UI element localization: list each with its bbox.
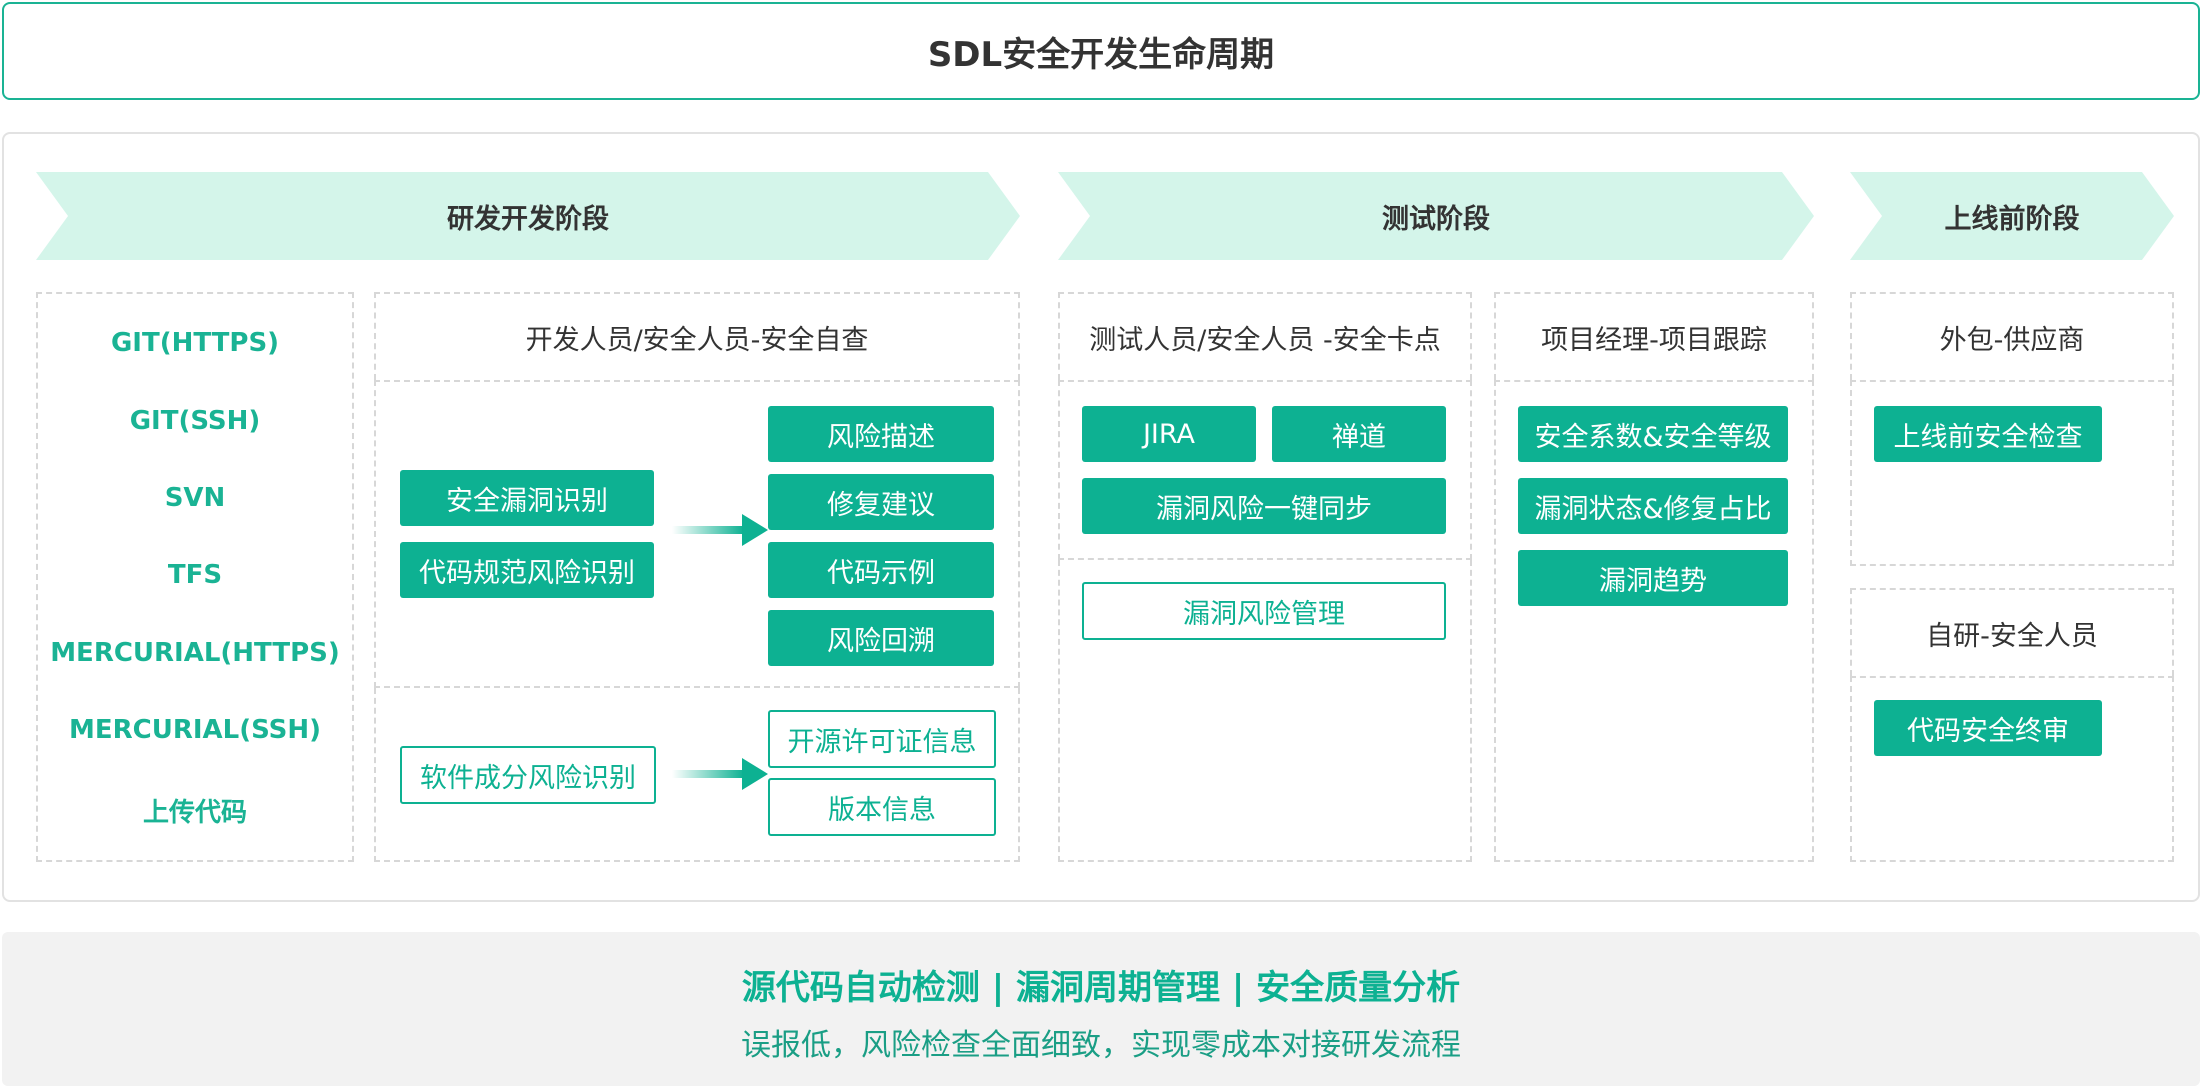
vuln-sync-button[interactable]: 漏洞风险一键同步 [1082,478,1446,534]
stage-prelaunch: 上线前阶段 [1850,172,2174,260]
footer-tagline: 误报低，风险检查全面细致，实现零成本对接研发流程 [741,1028,1461,1063]
jira-button[interactable]: JIRA [1082,406,1256,462]
vcs-item-mercurial-https: MERCURIAL(HTTPS) [50,638,340,668]
vcs-item-svn: SVN [164,483,226,513]
footer-banner: 源代码自动检测 | 漏洞周期管理 | 安全质量分析 误报低，风险检查全面细致，实… [2,932,2200,1086]
lifecycle-panel: 研发开发阶段 测试阶段 上线前阶段 GIT(HTTPS) GIT(SSH) SV… [2,132,2200,902]
inhouse-header-box: 自研-安全人员 [1850,588,2174,676]
code-example-button[interactable]: 代码示例 [768,542,994,598]
pm-section-body: 安全系数&安全等级 漏洞状态&修复占比 漏洞趋势 [1494,380,1814,862]
vuln-status-button[interactable]: 漏洞状态&修复占比 [1518,478,1788,534]
vcs-source-list: GIT(HTTPS) GIT(SSH) SVN TFS MERCURIAL(HT… [36,292,354,862]
pm-section-header: 项目经理-项目跟踪 [1541,324,1767,356]
vcs-item-git-ssh: GIT(SSH) [129,406,261,436]
vcs-item-tfs: TFS [167,560,223,590]
dev-section-sca-box: 软件成分风险识别 开源许可证信息 版本信息 [374,688,1020,862]
stage-test: 测试阶段 [1058,172,1814,260]
sca-risk-button[interactable]: 软件成分风险识别 [400,746,656,804]
inhouse-header: 自研-安全人员 [1926,620,2098,652]
inhouse-body: 代码安全终审 [1850,676,2174,862]
zentao-button[interactable]: 禅道 [1272,406,1446,462]
risk-trace-button[interactable]: 风险回溯 [768,610,994,666]
prelaunch-check-button[interactable]: 上线前安全检查 [1874,406,2102,462]
outsourcing-header-box: 外包-供应商 [1850,292,2174,380]
outsourcing-body: 上线前安全检查 [1850,380,2174,566]
vcs-item-upload-code: 上传代码 [142,798,247,828]
arrow-right-icon [672,514,768,546]
code-standard-risk-button[interactable]: 代码规范风险识别 [400,542,654,598]
test-section-header-box: 测试人员/安全人员 -安全卡点 [1058,292,1472,380]
page-title: SDL安全开发生命周期 [2,2,2200,100]
dev-section-header: 开发人员/安全人员-安全自查 [525,324,869,356]
vcs-item-mercurial-ssh: MERCURIAL(SSH) [68,715,322,745]
license-info-button[interactable]: 开源许可证信息 [768,710,996,768]
test-section-tools-box: JIRA 禅道 漏洞风险一键同步 [1058,380,1472,560]
test-section-manage-box: 漏洞风险管理 [1058,560,1472,862]
risk-description-button[interactable]: 风险描述 [768,406,994,462]
vuln-identify-button[interactable]: 安全漏洞识别 [400,470,654,526]
pm-section-header-box: 项目经理-项目跟踪 [1494,292,1814,380]
vuln-trend-button[interactable]: 漏洞趋势 [1518,550,1788,606]
test-section-header: 测试人员/安全人员 -安全卡点 [1089,324,1441,356]
dev-section-sast-box: 安全漏洞识别 代码规范风险识别 风险描述 修复建议 代码示例 风险回溯 [374,380,1020,688]
dev-section-header-box: 开发人员/安全人员-安全自查 [374,292,1020,380]
vuln-manage-button[interactable]: 漏洞风险管理 [1082,582,1446,640]
footer-features: 源代码自动检测 | 漏洞周期管理 | 安全质量分析 [741,968,1461,1008]
arrow-right-icon [672,758,768,790]
final-code-review-button[interactable]: 代码安全终审 [1874,700,2102,756]
security-level-button[interactable]: 安全系数&安全等级 [1518,406,1788,462]
stage-dev: 研发开发阶段 [36,172,1020,260]
version-info-button[interactable]: 版本信息 [768,778,996,836]
vcs-item-git-https: GIT(HTTPS) [110,328,280,358]
fix-suggestion-button[interactable]: 修复建议 [768,474,994,530]
outsourcing-header: 外包-供应商 [1939,324,2085,356]
